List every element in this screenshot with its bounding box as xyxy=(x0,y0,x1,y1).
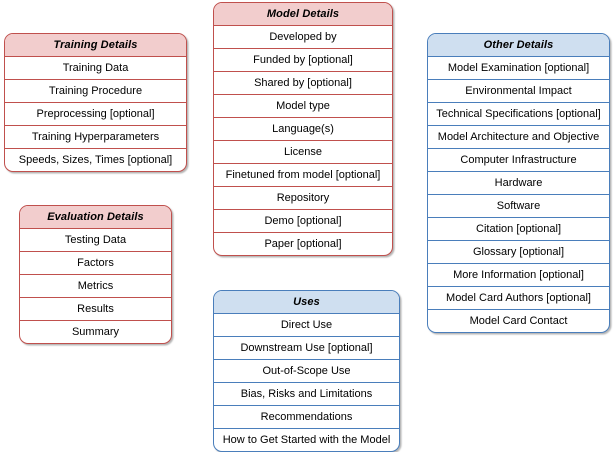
card-row[interactable]: Model Card Contact xyxy=(469,315,568,327)
card-other-details: Other Details Model Examination [optiona… xyxy=(427,33,610,333)
card-training-details-title: Training Details xyxy=(5,34,186,57)
card-row[interactable]: Software xyxy=(428,195,609,218)
card-evaluation-details-title: Evaluation Details xyxy=(20,206,171,229)
card-row[interactable]: Speeds, Sizes, Times [optional] xyxy=(18,154,173,166)
card-row[interactable]: More Information [optional] xyxy=(428,264,609,287)
card-row[interactable]: Training Hyperparameters xyxy=(5,126,186,149)
card-row[interactable]: Preprocessing [optional] xyxy=(5,103,186,126)
card-row[interactable]: Hardware xyxy=(428,172,609,195)
card-uses-title: Uses xyxy=(214,291,399,314)
card-row[interactable]: Factors xyxy=(20,252,171,275)
card-row[interactable]: Shared by [optional] xyxy=(214,72,392,95)
card-row[interactable]: Technical Specifications [optional] xyxy=(428,103,609,126)
card-row[interactable]: Testing Data xyxy=(20,229,171,252)
card-row[interactable]: Environmental Impact xyxy=(428,80,609,103)
card-other-details-title: Other Details xyxy=(428,34,609,57)
card-row[interactable]: Summary xyxy=(71,326,120,338)
card-row[interactable]: Training Procedure xyxy=(5,80,186,103)
card-row[interactable]: Finetuned from model [optional] xyxy=(214,164,392,187)
card-row[interactable]: Glossary [optional] xyxy=(428,241,609,264)
card-row[interactable]: Metrics xyxy=(20,275,171,298)
card-row[interactable]: Funded by [optional] xyxy=(214,49,392,72)
card-row[interactable]: Bias, Risks and Limitations xyxy=(214,383,399,406)
card-row[interactable]: Repository xyxy=(214,187,392,210)
card-row[interactable]: Demo [optional] xyxy=(214,210,392,233)
card-row[interactable]: Out-of-Scope Use xyxy=(214,360,399,383)
card-row[interactable]: License xyxy=(214,141,392,164)
card-row[interactable]: Recommendations xyxy=(214,406,399,429)
card-model-details-title: Model Details xyxy=(214,3,392,26)
card-row[interactable]: Direct Use xyxy=(214,314,399,337)
card-other-details-rows: Model Examination [optional]Environmenta… xyxy=(428,57,609,332)
card-row[interactable]: Model Examination [optional] xyxy=(428,57,609,80)
card-row[interactable]: Training Data xyxy=(5,57,186,80)
card-row[interactable]: Model type xyxy=(214,95,392,118)
card-row[interactable]: Model Architecture and Objective xyxy=(428,126,609,149)
card-row[interactable]: Paper [optional] xyxy=(264,238,342,250)
card-row[interactable]: Developed by xyxy=(214,26,392,49)
card-row[interactable]: Model Card Authors [optional] xyxy=(428,287,609,310)
card-row[interactable]: Downstream Use [optional] xyxy=(214,337,399,360)
card-row[interactable]: How to Get Started with the Model xyxy=(222,434,391,446)
card-row[interactable]: Language(s) xyxy=(214,118,392,141)
card-row[interactable]: Computer Infrastructure xyxy=(428,149,609,172)
card-row[interactable]: Citation [optional] xyxy=(428,218,609,241)
card-row[interactable]: Results xyxy=(20,298,171,321)
